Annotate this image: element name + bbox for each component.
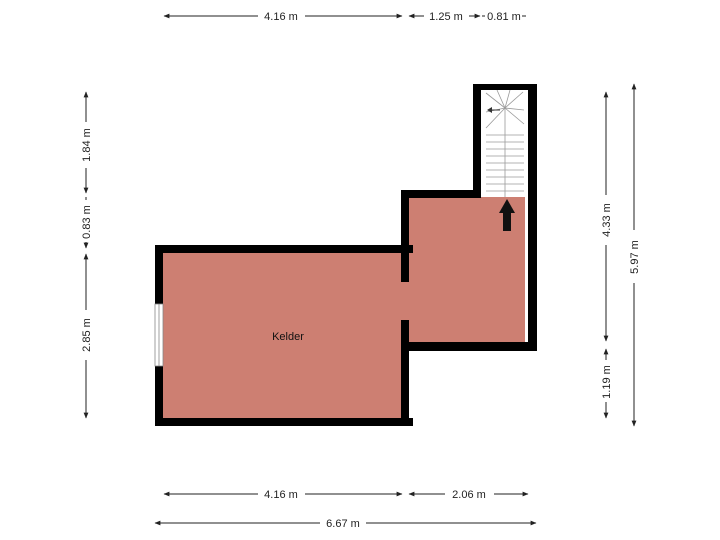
dim-left-3: 2.85 m <box>81 318 93 352</box>
dimensions-right <box>603 83 637 427</box>
wall-main-top <box>155 245 413 253</box>
wall-stair-top <box>473 84 537 90</box>
dim-bottom-2: 2.06 m <box>452 489 486 501</box>
stair-direction-arrow <box>487 107 515 231</box>
wall-stair-left <box>473 84 481 198</box>
dim-top-3: 0.81 m <box>487 11 521 23</box>
dim-bottom-total: 6.67 m <box>326 518 360 530</box>
dim-right-2: 1.19 m <box>601 365 613 399</box>
dim-bottom-1: 4.16 m <box>264 489 298 501</box>
wall-main-left-lower <box>155 366 163 426</box>
walls <box>155 84 537 426</box>
wall-main-bottom <box>155 418 413 426</box>
dim-left-1: 1.84 m <box>81 128 93 162</box>
wall-right-bottom <box>401 342 537 351</box>
staircase <box>485 89 525 197</box>
wall-right-top <box>401 190 481 198</box>
dim-left-2: 0.83 m <box>81 205 93 239</box>
wall-divider-lower <box>401 320 409 426</box>
wall-divider-upper <box>401 190 409 282</box>
dimensions-bottom <box>154 491 537 526</box>
wall-main-left-upper <box>155 245 163 304</box>
dim-top-1: 4.16 m <box>264 11 298 23</box>
wall-right-outer <box>528 84 537 351</box>
room-label: Kelder <box>272 331 304 343</box>
floor-main-room <box>163 253 405 418</box>
window <box>154 303 164 367</box>
dim-top-2: 1.25 m <box>429 11 463 23</box>
dim-right-1: 4.33 m <box>601 203 613 237</box>
dim-right-total: 5.97 m <box>629 240 641 274</box>
